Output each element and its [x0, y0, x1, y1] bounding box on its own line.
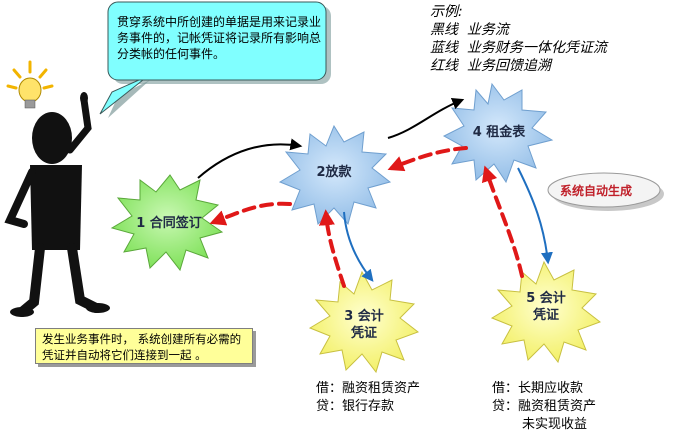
system-auto-cloud: [547, 172, 664, 211]
journal-entry-left: 借：融资租赁资产 贷：银行存款: [316, 380, 420, 416]
journal-entry-left-debit: 借：融资租赁资产: [316, 381, 421, 396]
voucher-arrow-2-to-3: [343, 211, 374, 282]
node-label-5-line2: 凭证: [532, 308, 559, 323]
journal-entry-right-debit: 借：长期应收款: [492, 381, 584, 396]
node-label-4: 4 租金表: [472, 125, 526, 140]
journal-entry-left-credit: 贷：银行存款: [316, 399, 395, 414]
node-label-3-line2: 凭证: [350, 326, 377, 341]
node-loan-disbursement: [278, 124, 392, 226]
journal-entry-right-credit-2: 未实现收益: [522, 417, 588, 432]
journal-entry-right-credit: 贷：融资租赁资产: [492, 399, 597, 414]
trace-arrow-2-to-1: [209, 201, 292, 226]
node-label-5-line1: 5 会计: [526, 291, 566, 306]
callout-bubble: [99, 1, 331, 118]
legend-title: 示例:: [430, 4, 463, 20]
flow-arrow-1-to-2: [197, 138, 303, 179]
trace-arrow-3-to-2: [318, 209, 346, 288]
node-label-3: 3 会计 凭证: [334, 308, 394, 342]
flow-arrow-2-to-4: [387, 97, 465, 139]
note-box: 发生业务事件时， 系统创建所有必需的凭证并自动将它们连接到一起 。: [35, 328, 253, 364]
node-label-5: 5 会计 凭证: [516, 290, 576, 324]
node-accounting-voucher-5: [490, 260, 602, 364]
journal-entry-right: 借：长期应收款 贷：融资租赁资产 未实现收益: [492, 380, 596, 434]
node-label-3-line1: 3 会计: [344, 309, 384, 324]
legend-line-red: 红线 业务回馈追溯: [430, 58, 551, 74]
node-label-1: 1 合同签订: [136, 216, 202, 231]
node-contract-signing: [110, 174, 224, 272]
trace-arrow-5-to-4: [481, 165, 524, 278]
legend-line-black: 黑线 业务流: [430, 22, 509, 38]
thinking-person-icon: [4, 60, 110, 317]
legend-line-blue: 蓝线 业务财务一体化凭证流: [430, 40, 607, 56]
node-accounting-voucher-3: [308, 270, 420, 374]
voucher-arrow-4-to-5: [517, 167, 553, 265]
trace-arrow-4-to-2: [387, 146, 468, 172]
callout-text: 贯穿系统中所创建的单据是用来记录业务事件的，记帐凭证将记录所有影响总分类帐的任何…: [117, 15, 322, 61]
node-label-2: 2放款: [316, 165, 352, 180]
system-auto-label: 系统自动生成: [560, 184, 633, 198]
legend: 示例: 黑线 业务流 蓝线 业务财务一体化凭证流 红线 业务回馈追溯: [430, 3, 607, 75]
